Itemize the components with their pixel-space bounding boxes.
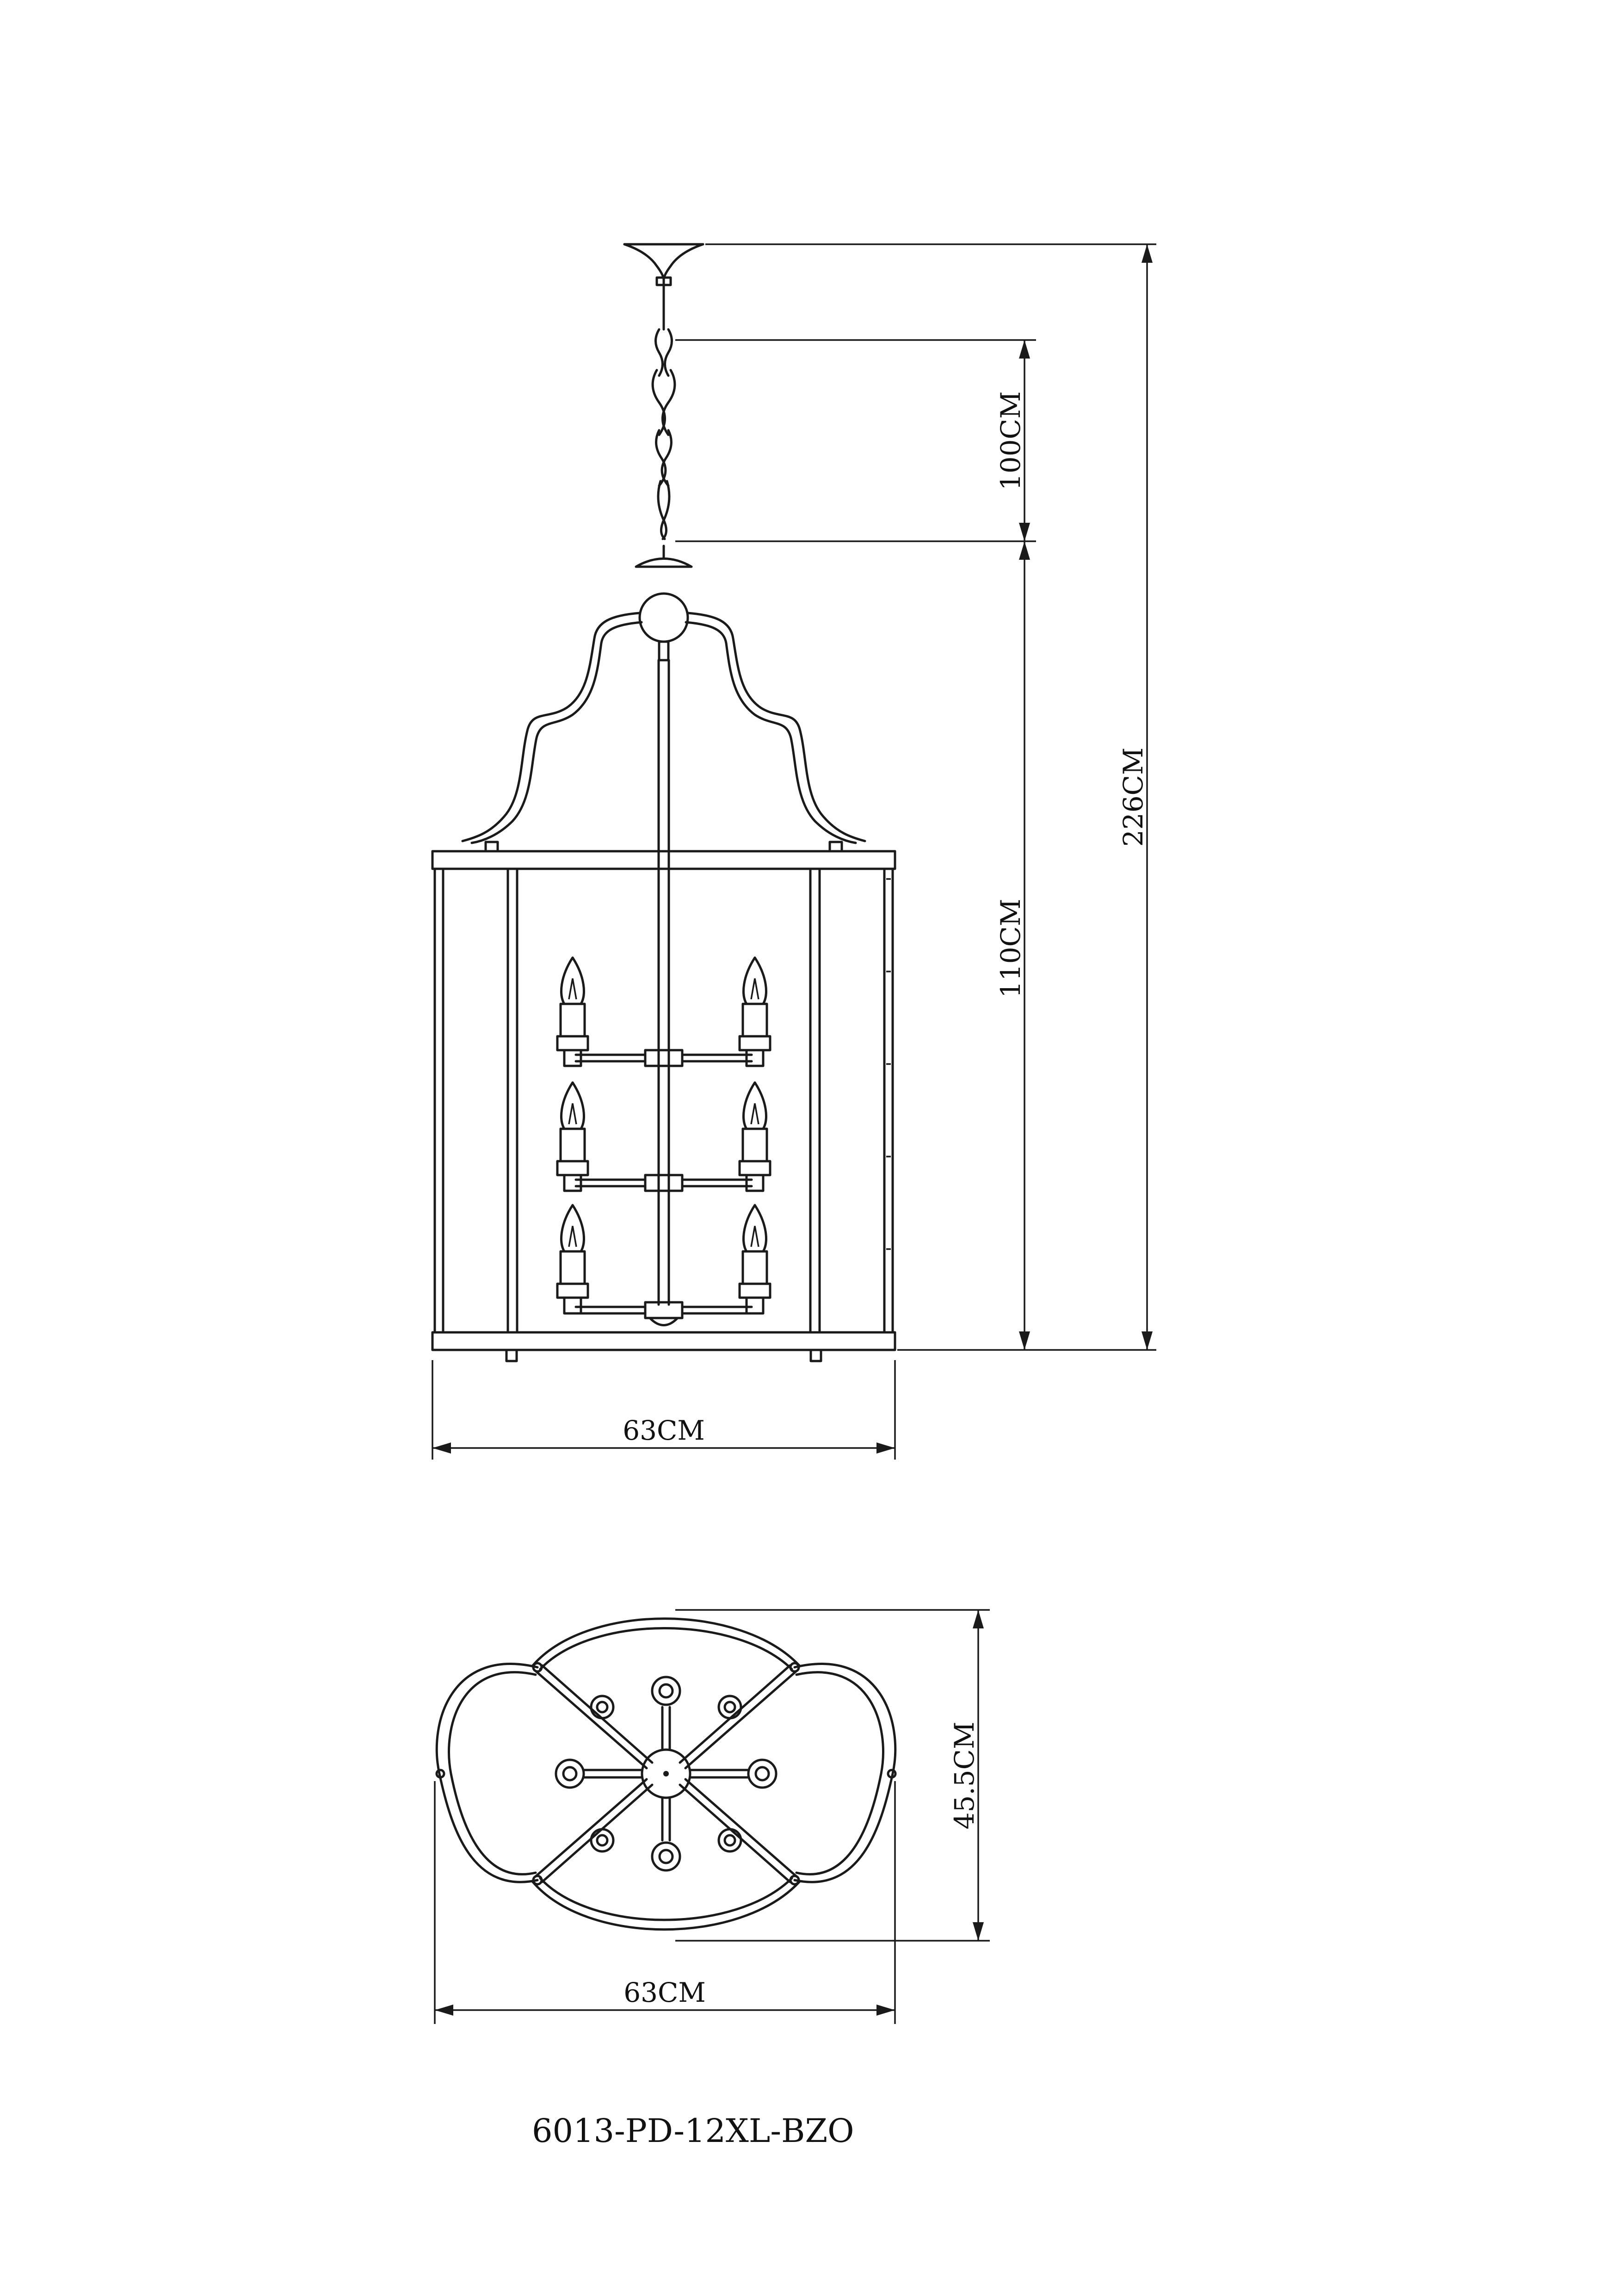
hanging-chain bbox=[651, 328, 676, 540]
side-view bbox=[431, 243, 896, 1362]
scroll-arms bbox=[461, 612, 866, 844]
top-depth-label: 45.5CM bbox=[949, 1722, 980, 1830]
total-height-label: 226CM bbox=[1117, 748, 1149, 847]
side-width-label: 63CM bbox=[623, 1415, 705, 1446]
candle-bulb bbox=[556, 1081, 589, 1192]
candle-bulb bbox=[556, 1204, 589, 1315]
top-outline bbox=[435, 1617, 897, 1931]
side-view-dimensions: 100CM 110CM 226CM 63CM bbox=[432, 243, 1156, 1460]
body-height-label: 110CM bbox=[995, 899, 1026, 998]
diagonal-bars bbox=[534, 1664, 798, 1883]
model-number: 6013-PD-12XL-BZO bbox=[532, 2112, 854, 2150]
center-rod bbox=[657, 659, 670, 1306]
top-view bbox=[435, 1617, 897, 1931]
candle-bulb bbox=[738, 1204, 771, 1315]
lantern-frame bbox=[431, 841, 896, 1362]
candle-tier-3 bbox=[556, 1204, 771, 1326]
top-view-dimensions: 45.5CM 63CM bbox=[434, 1609, 990, 2024]
candle-bulb bbox=[738, 956, 771, 1067]
central-hub bbox=[582, 1706, 750, 1842]
chain-length-label: 100CM bbox=[995, 391, 1026, 490]
candle-cups bbox=[555, 1676, 778, 1872]
candle-bulb bbox=[738, 1081, 771, 1192]
top-finial bbox=[635, 545, 693, 662]
candle-tier-2 bbox=[556, 1081, 771, 1192]
ceiling-canopy bbox=[623, 243, 704, 288]
candle-tier-1 bbox=[556, 956, 771, 1067]
top-width-label: 63CM bbox=[623, 1977, 706, 2008]
candle-bulb bbox=[556, 956, 589, 1067]
